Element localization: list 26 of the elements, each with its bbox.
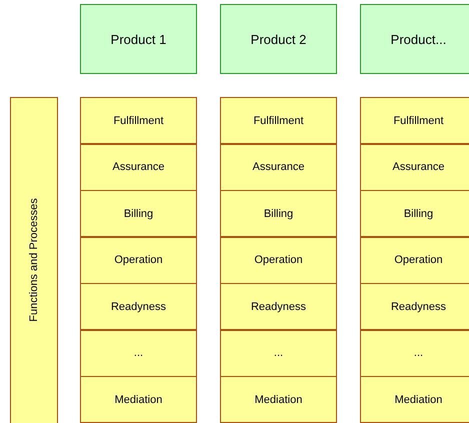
function-cell: Mediation xyxy=(80,376,197,423)
band-label: Functions and Processes xyxy=(28,198,40,322)
vertical-band xyxy=(10,97,58,423)
function-cell: Billing xyxy=(220,190,337,237)
function-cell: Readyness xyxy=(360,283,469,330)
function-cell: Billing xyxy=(360,190,469,237)
function-cell: Assurance xyxy=(80,144,197,190)
function-cell: Billing xyxy=(80,190,197,237)
function-cell: Operation xyxy=(360,236,469,284)
function-cell: Fulfillment xyxy=(80,97,197,144)
function-cell: Fulfillment xyxy=(220,97,337,144)
function-cell: Mediation xyxy=(220,376,337,423)
product-box: Product 2 xyxy=(220,4,337,74)
product-box: Product 1 xyxy=(80,4,197,74)
function-cell: ... xyxy=(220,330,337,376)
product-box: Product... xyxy=(360,4,469,74)
function-cell: ... xyxy=(360,330,469,376)
function-cell: Fulfillment xyxy=(360,97,469,144)
function-cell: Mediation xyxy=(360,376,469,423)
function-cell: Assurance xyxy=(360,144,469,190)
function-cell: Operation xyxy=(80,236,197,284)
function-cell: Readyness xyxy=(220,283,337,330)
function-cell: Readyness xyxy=(80,283,197,330)
function-cell: Assurance xyxy=(220,144,337,190)
function-cell: Operation xyxy=(220,236,337,284)
function-cell: ... xyxy=(80,330,197,376)
